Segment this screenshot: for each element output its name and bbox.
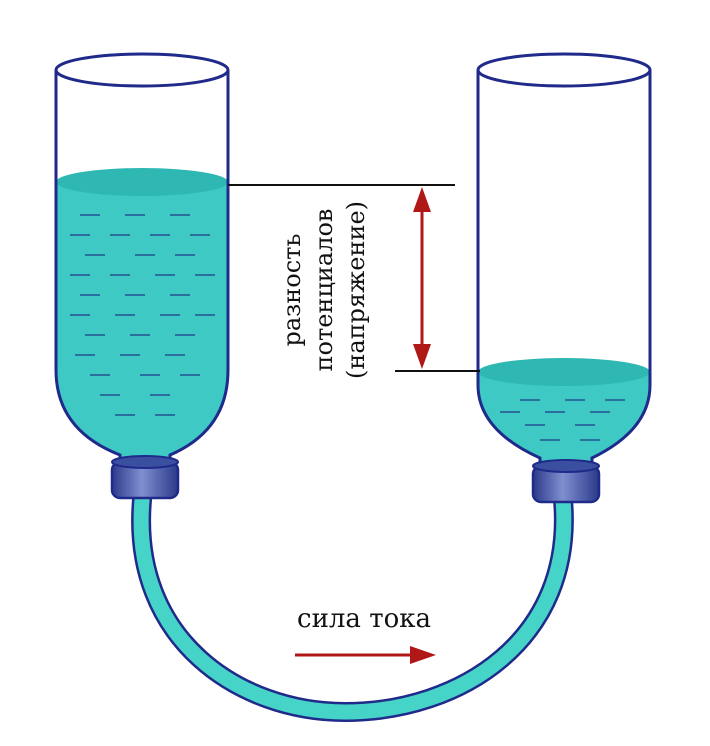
left-water-surface (56, 168, 228, 196)
left-vessel-outline (54, 70, 230, 465)
left-vessel-rim (54, 52, 230, 88)
right-water-dashes (500, 399, 625, 441)
right-vessel (476, 52, 652, 504)
potential-difference-arrow (413, 187, 431, 369)
current-arrow (295, 646, 436, 664)
left-vessel-water (56, 182, 228, 465)
current-label: сила тока (297, 604, 431, 634)
potential-label-line2: потенциалов (310, 209, 338, 372)
potential-label-line1: разность (278, 234, 306, 347)
right-vessel-outline (476, 70, 652, 468)
potential-label-line3: (напряжение) (342, 201, 370, 379)
left-vessel (54, 52, 230, 500)
right-vessel-rim (476, 52, 652, 88)
left-water-dashes (70, 214, 215, 416)
connecting-tube-fill (133, 492, 572, 720)
right-water-surface (478, 358, 650, 386)
